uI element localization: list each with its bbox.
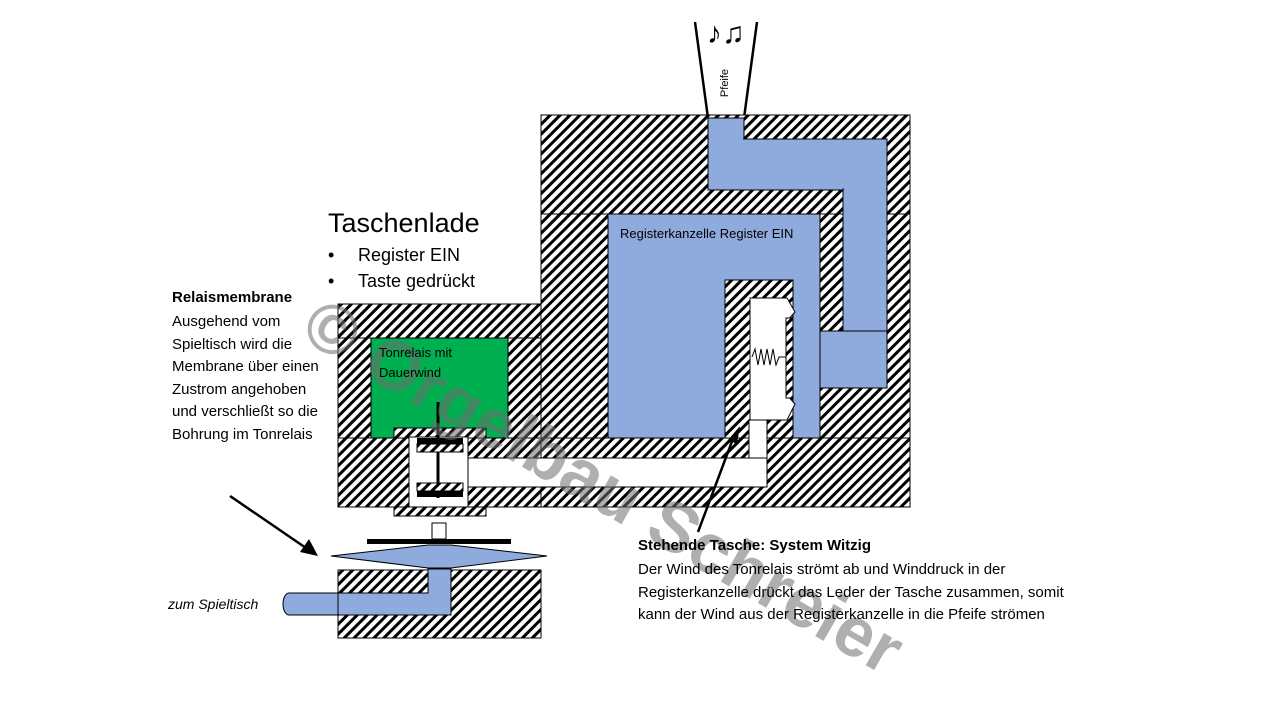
spring — [751, 347, 786, 367]
relais-valve — [393, 402, 487, 540]
registerkanzelle-label: Registerkanzelle Register EIN — [620, 226, 794, 241]
status-bullets: • Register EIN • Taste gedrückt — [328, 244, 475, 296]
bullet-icon: • — [328, 271, 335, 291]
relaismembrane-description: Ausgehend vom Spieltisch wird die Membra… — [172, 313, 319, 443]
tonrelais-housing-top — [337, 303, 542, 340]
pipe — [693, 21, 759, 119]
stehende-tasche-description: Der Wind des Tonrelais strömt ab und Win… — [638, 561, 1064, 623]
bullet-register: • Register EIN — [328, 244, 475, 270]
tonrelais-label: Tonrelais mit Dauerwind — [379, 345, 452, 380]
music-notes-icon: ♪♫ — [707, 17, 745, 50]
bullet-register-text: Register EIN — [358, 245, 461, 265]
tasche-arrow — [696, 426, 740, 533]
relaismembrane-heading: Relaismembrane — [172, 289, 293, 306]
spieltisch-supply — [282, 568, 452, 616]
bullet-icon: • — [328, 245, 335, 265]
page-title: Taschenlade — [328, 208, 480, 238]
relaismembrane — [330, 539, 548, 569]
stehende-tasche — [724, 279, 796, 459]
relais-arrow — [229, 494, 318, 556]
pfeife-label: Pfeife — [719, 68, 731, 98]
spieltisch-label: zum Spieltisch — [168, 596, 259, 612]
bullet-taste: • Taste gedrückt — [328, 270, 475, 296]
stehende-tasche-heading: Stehende Tasche: System Witzig — [638, 537, 871, 554]
bullet-taste-text: Taste gedrückt — [358, 271, 476, 291]
